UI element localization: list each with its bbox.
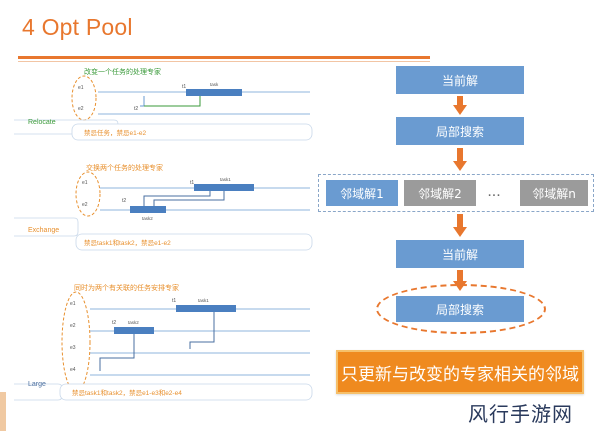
relocate-heading: 改变一个任务的处理专家 [84,67,161,76]
relocate-task-bar [186,89,242,96]
update-banner: 只更新与改变的专家相关的邻域 [336,350,584,394]
large-expert-e2: e2 [70,323,76,329]
large-caption: 禁忌task1和task2，禁忌e1-e3和e2-e4 [72,388,182,397]
title-underline [18,56,430,59]
large-expert-e3: e3 [70,345,76,351]
exchange-task2-bar [130,206,166,213]
relocate-move-arrow [144,96,201,107]
large-heading: 同时为两个有关联的任务安排专家 [74,283,179,292]
exchange-task2-label: task2 [142,216,153,221]
exchange-expert-ellipse [75,171,101,217]
relocate-time-t1: t1 [182,84,186,90]
large-task2-label: task2 [128,320,139,325]
relocate-expert-e2: e2 [78,106,84,112]
large-task2-bar [114,327,154,334]
watermark-text: 风行手游网 [468,402,573,426]
large-task1-label: task1 [198,298,209,303]
title-underline-thin [18,61,430,62]
flow-arrow-2 [453,148,467,171]
slide-title: 4 Opt Pool [22,14,133,40]
neighborhood-solution-2: 邻域解2 [404,180,476,206]
flow-current-solution-2: 当前解 [396,240,524,268]
relocate-caption: 禁忌任务，禁忌e1-e2 [84,128,147,137]
neighborhood-ellipsis: ... [487,183,501,200]
exchange-heading: 交换两个任务的处理专家 [86,163,163,172]
neighborhood-solution-n: 邻域解n [520,180,588,206]
large-time-t2: t2 [112,320,116,326]
relocate-caption-box [71,123,313,141]
large-operator-label: Large [28,381,46,388]
large-arrow-task1 [189,312,215,349]
relocate-operator-label: Relocate [28,119,56,126]
exchange-caption: 禁忌task1和task2，禁忌e1-e2 [84,238,171,247]
exchange-expert-e2: e2 [82,202,88,208]
flow-local-search-2: 局部搜索 [396,296,524,322]
flow-arrow-1 [453,96,467,115]
exchange-task1-bar [194,184,254,191]
operator-diagrams-svg: 改变一个任务的处理专家 e1 e2 t1 t2 task Relocate 禁忌… [14,67,313,401]
large-expert-e1: e1 [70,301,76,307]
relocate-time-t2: t2 [134,106,138,112]
exchange-task1-label: task1 [220,177,231,182]
flow-local-search-1: 局部搜索 [396,117,524,145]
exchange-swap-arrow-down [153,191,225,206]
exchange-time-t2: t2 [122,198,126,204]
relocate-expert-ellipse [71,75,97,121]
exchange-expert-e1: e1 [82,180,88,186]
exchange-swap-arrow-up [143,191,211,206]
large-expert-ellipse [61,291,91,393]
large-arrow-task2 [99,334,135,371]
exchange-time-t1: t1 [190,180,194,186]
exchange-operator-label: Exchange [28,227,59,234]
flow-arrow-3 [453,214,467,237]
neighborhood-solution-1: 邻域解1 [326,180,398,206]
relocate-arrow-old [140,96,145,107]
large-expert-e4: e4 [70,367,76,373]
page-edge-shadow [0,392,6,431]
relocate-task-label: task [210,82,219,87]
local-search-highlight-ellipse [376,284,546,334]
exchange-bracket [14,217,79,237]
flow-current-solution-1: 当前解 [396,66,524,94]
neighborhood-frame [318,174,594,212]
large-caption-box [59,383,313,401]
relocate-expert-e1: e1 [78,85,84,91]
large-task1-bar [176,305,236,312]
exchange-caption-box [75,233,313,251]
large-time-t1: t1 [172,298,176,304]
operator-diagrams-panel: 改变一个任务的处理专家 e1 e2 t1 t2 task Relocate 禁忌… [14,62,324,422]
